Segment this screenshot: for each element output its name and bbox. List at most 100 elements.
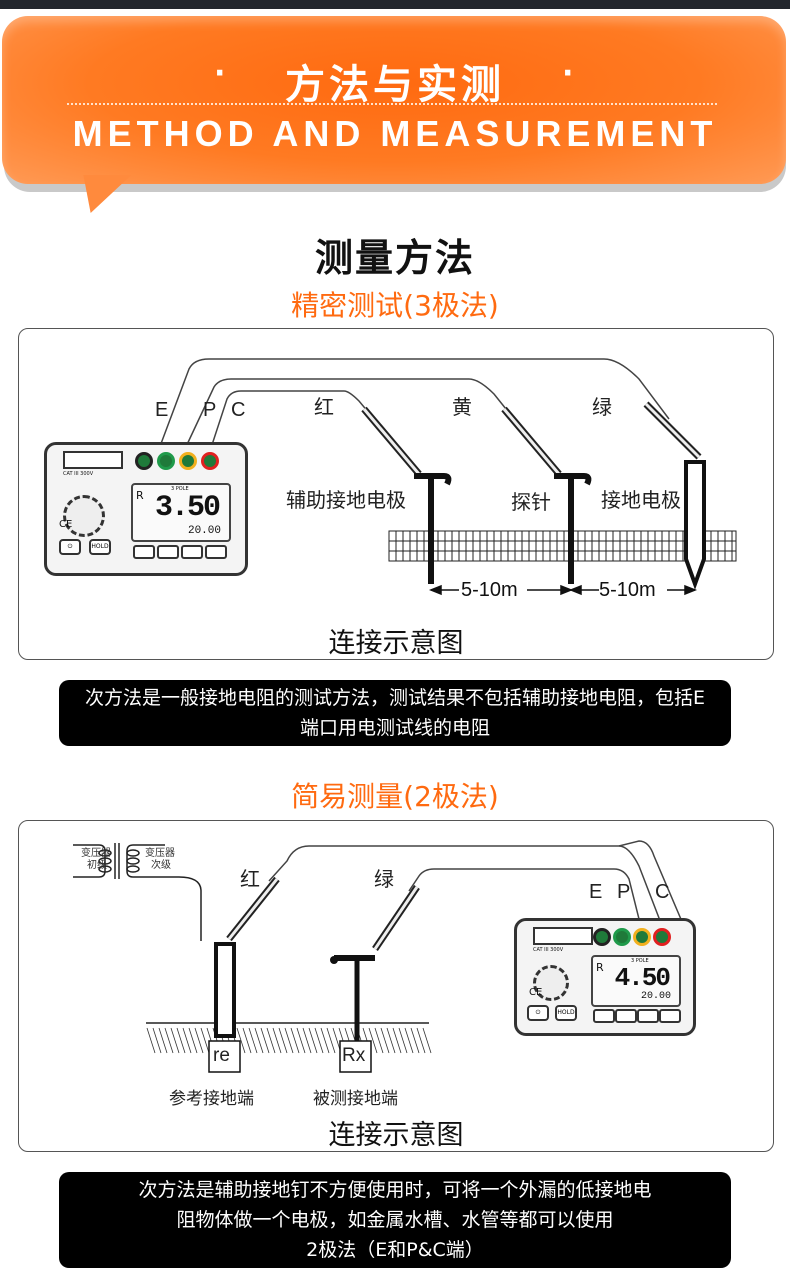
function-button-2[interactable] (615, 1009, 637, 1023)
hatch-line (272, 1027, 282, 1054)
diagram-caption: 连接示意图 (328, 628, 464, 659)
note-line-1: 次方法是辅助接地钉不方便使用时，可将一个外漏的低接地电 (138, 1179, 652, 1201)
hatch-line (170, 1027, 180, 1054)
hatch-line (194, 1027, 204, 1054)
function-button-3[interactable] (181, 545, 203, 559)
display-mode: R (596, 961, 604, 974)
wire-label-red: 红 (314, 395, 334, 419)
function-button-1[interactable] (133, 545, 155, 559)
aux-electrode (414, 473, 452, 584)
display-pole: 3 POLE (631, 958, 649, 964)
hatch-line (368, 1027, 378, 1054)
jack-e-green (157, 452, 175, 470)
distance-arrows (428, 584, 698, 596)
note-text: 次方法是一般接地电阻的测试方法，测试结果不包括辅助接地电阻，包括E端口用电测试线… (84, 687, 705, 739)
function-button-4[interactable] (659, 1009, 681, 1023)
clip-red-2 (226, 876, 280, 942)
power-button[interactable]: ⏻ (59, 539, 81, 555)
test-dial[interactable] (533, 965, 569, 1001)
hatch-line (152, 1027, 162, 1054)
function-button-4[interactable] (205, 545, 227, 559)
soil-grid (388, 530, 737, 562)
method-note-2pole: 次方法是辅助接地钉不方便使用时，可将一个外漏的低接地电 阻物体做一个电极，如金属… (59, 1172, 731, 1268)
hatch-line (416, 1027, 426, 1054)
wire-c (618, 840, 687, 932)
function-button-3[interactable] (637, 1009, 659, 1023)
hatch-line (314, 1027, 324, 1054)
rx-box-label: Rx (342, 1045, 366, 1066)
clip-green (643, 401, 702, 460)
power-button[interactable]: ⏻ (527, 1005, 549, 1021)
method-note-3pole: 次方法是一般接地电阻的测试方法，测试结果不包括辅助接地电阻，包括E端口用电测试线… (59, 680, 731, 746)
terminal-label-p-2: P (617, 881, 631, 903)
display-sub-reading: 20.00 (640, 991, 671, 1002)
top-bar (0, 0, 790, 9)
wire-red (208, 390, 375, 455)
rx-box (339, 1040, 372, 1073)
wire-label-yellow: 黄 (452, 395, 472, 419)
earth-tester-meter-2: CAT III 300V CE ⏻ HOLD R 3 POLE 4.50 20.… (514, 918, 696, 1036)
terminal-label-e-2: E (589, 881, 603, 903)
meter-label-plate (533, 927, 593, 945)
display-mode: R (136, 489, 144, 502)
hatch-line (200, 1027, 210, 1054)
transformer-secondary-label-2: 次级 (151, 860, 171, 871)
function-button-1[interactable] (593, 1009, 615, 1023)
display-reading: 4.50 (614, 963, 671, 993)
hatch-line (242, 1027, 252, 1054)
display-pole: 3 POLE (171, 486, 189, 492)
electrode-label-aux: 辅助接地电极 (286, 488, 406, 512)
terminal-label-p: P (203, 399, 217, 421)
jack-c-red (653, 928, 671, 946)
hatch-line (164, 1027, 174, 1054)
wire-red-2 (268, 845, 665, 932)
meter-label-plate (63, 451, 123, 469)
jack-black (593, 928, 611, 946)
clip-green-2 (372, 885, 420, 951)
display-sub-reading: 20.00 (187, 525, 221, 537)
transformer-primary-label-2: 初级 (87, 860, 107, 871)
hatch-line (248, 1027, 258, 1054)
wire-label-green: 绿 (592, 395, 612, 419)
hatch-line (158, 1027, 168, 1054)
transformer-primary-label-1: 变压器 (81, 848, 111, 859)
distance-label-1: 5-10m (461, 579, 518, 601)
display-reading: 3.50 (154, 491, 221, 525)
hatch-line (320, 1027, 330, 1054)
jack-e-green (613, 928, 631, 946)
wire-label-red-2: 红 (240, 867, 260, 891)
hatch-line (398, 1027, 408, 1054)
hatch-line (254, 1027, 264, 1054)
distance-label-2: 5-10m (599, 579, 656, 601)
ce-mark: CE (529, 987, 543, 998)
ce-mark: CE (59, 519, 73, 530)
hold-button[interactable]: HOLD (89, 539, 111, 555)
terminal-label-c: C (231, 399, 246, 421)
meter-display: R 3 POLE 3.50 20.00 (131, 483, 231, 542)
hold-button[interactable]: HOLD (555, 1005, 577, 1021)
test-dial[interactable] (63, 495, 105, 537)
hatch-line (296, 1027, 306, 1054)
hatch-line (182, 1027, 192, 1054)
hatch-line (404, 1027, 414, 1054)
re-box (208, 1040, 241, 1073)
note-line-2: 阻物体做一个电极，如金属水槽、水管等都可以使用 (176, 1209, 614, 1231)
banner-bullet-right: · (562, 56, 574, 91)
hatch-line (392, 1027, 402, 1054)
hatch-line (374, 1027, 384, 1054)
wire-green (158, 358, 670, 450)
hatch-line (266, 1027, 276, 1054)
jack-p-yellow (633, 928, 651, 946)
soil-hatch (146, 1027, 432, 1054)
jack-c-red (201, 452, 219, 470)
page-heading: 测量方法 (314, 236, 475, 280)
wire-label-green-2: 绿 (374, 867, 394, 891)
clip-red (361, 406, 422, 477)
section2-title: 简易测量(2极法) (291, 780, 499, 813)
wire-yellow (183, 378, 515, 452)
wire-green-2 (408, 868, 643, 932)
note-line-3: 2极法（E和P&C端） (306, 1239, 484, 1261)
hatch-line (422, 1027, 432, 1054)
function-button-2[interactable] (157, 545, 179, 559)
reference-electrode (214, 942, 236, 1038)
